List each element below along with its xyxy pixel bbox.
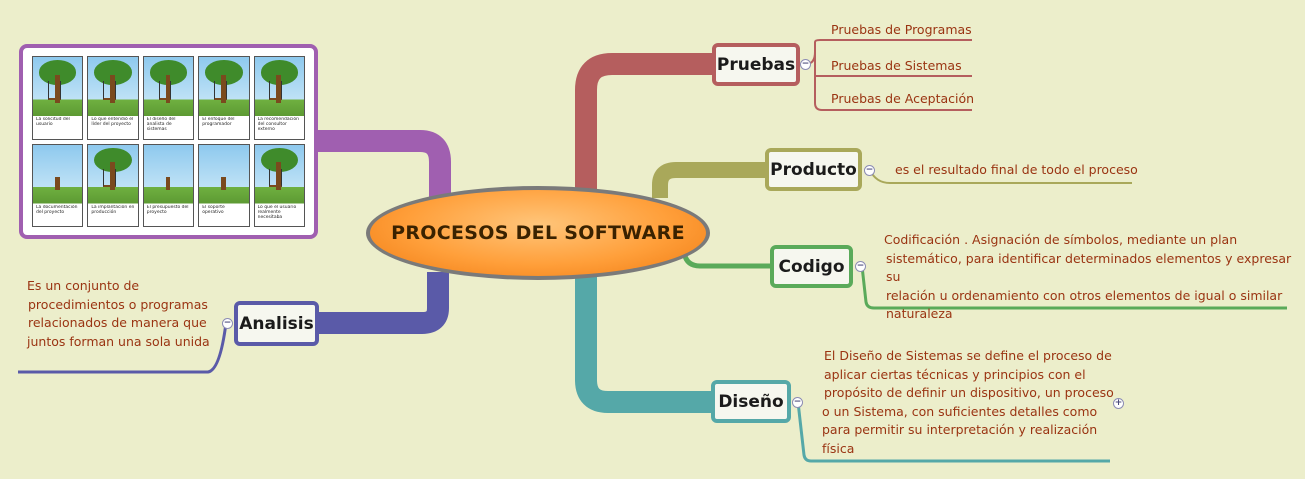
topic-diseno-label: Diseño — [718, 391, 784, 412]
central-topic-title: PROCESOS DEL SOFTWARE — [391, 222, 685, 244]
comic-panel: El soporte operativo — [198, 143, 250, 227]
analisis-note-line: juntos forman una sola unida — [27, 333, 210, 349]
diseno-note-line: propósito de definir un dispositivo, un … — [824, 385, 1114, 400]
codigo-note-line: Codificación . Asignación de símbolos, m… — [884, 232, 1238, 247]
diseno-note-line: o un Sistema, con suficientes detalles c… — [822, 403, 1098, 419]
topic-analisis[interactable]: Analisis — [234, 301, 319, 346]
comic-panel: Lo que el usuario realmente necesitaba — [253, 143, 305, 227]
analisis-note-line: procedimientos o programas — [28, 296, 208, 312]
topic-pruebas[interactable]: Pruebas — [712, 43, 800, 86]
central-topic[interactable]: PROCESOS DEL SOFTWARE — [366, 186, 710, 280]
diseno-note: El Diseño de Sistemas se define el proce… — [822, 347, 1114, 458]
diseno-note-line — [796, 401, 1110, 463]
analisis-collapse-icon[interactable]: − — [222, 318, 233, 329]
pruebas-item: Pruebas de Sistemas — [831, 58, 962, 73]
comic-panel: El presupuesto del proyecto — [142, 143, 195, 227]
topic-analisis-label: Analisis — [239, 313, 314, 334]
pruebas-sub-connector — [805, 39, 972, 111]
comic-panel: Lo que entendió el líder del proyecto — [87, 56, 139, 140]
comic-panel: La recomendación del consultor externo — [253, 56, 305, 140]
analisis-connector — [316, 272, 449, 334]
image-connector — [318, 130, 451, 200]
topic-producto-label: Producto — [770, 159, 857, 180]
codigo-note-line: naturaleza — [886, 306, 953, 321]
analisis-note: Es un conjunto de procedimientos o progr… — [25, 277, 210, 351]
codigo-note: Codificación . Asignación de símbolos, m… — [884, 231, 1305, 324]
comic-panel: La documentación del proyecto — [32, 143, 84, 227]
comic-panel: La implantación en producción — [87, 143, 139, 227]
analisis-note-line: relacionados de manera que — [28, 315, 207, 330]
topic-diseno[interactable]: Diseño — [711, 380, 791, 423]
comic-panel: El enfoque del programador — [198, 56, 250, 140]
comic-panel: El diseño del analista de sistemas — [142, 56, 195, 140]
diseno-note-line: El Diseño de Sistemas se define el proce… — [824, 348, 1112, 363]
codigo-note-line — [860, 265, 1287, 310]
pruebas-item: Pruebas de Aceptación — [831, 91, 975, 106]
tree-swing-comic-image[interactable]: La solicitud del usuario Lo que entendió… — [19, 44, 318, 239]
topic-codigo-label: Codigo — [778, 256, 845, 277]
codigo-note-line: sistemático, para identificar determinad… — [886, 250, 1292, 285]
diseno-note-line: aplicar ciertas técnicas y principios co… — [824, 366, 1086, 382]
diseno-note-line: física — [822, 440, 855, 456]
codigo-collapse-icon[interactable]: − — [855, 261, 866, 272]
producto-connector — [652, 162, 768, 198]
pruebas-collapse-icon[interactable]: − — [800, 59, 811, 70]
codigo-note-line: relación u ordenamiento con otros elemen… — [886, 287, 1283, 303]
codigo-connector — [681, 251, 772, 269]
analisis-note-line: Es un conjunto de — [27, 278, 140, 293]
comic-panel: La solicitud del usuario — [32, 56, 84, 140]
producto-note: es el resultado final de todo el proceso — [895, 162, 1138, 177]
analisis-note-line — [18, 322, 228, 374]
diseno-expand-icon[interactable]: + — [1113, 398, 1124, 409]
diseno-connector — [575, 272, 712, 413]
topic-pruebas-label: Pruebas — [716, 54, 796, 75]
pruebas-item: Pruebas de Programas — [831, 22, 972, 37]
diseno-note-line: para permitir su interpretación y realiz… — [822, 422, 1098, 437]
topic-producto[interactable]: Producto — [765, 148, 862, 191]
producto-collapse-icon[interactable]: − — [864, 165, 875, 176]
diseno-collapse-icon[interactable]: − — [792, 397, 803, 408]
topic-codigo[interactable]: Codigo — [770, 245, 853, 288]
